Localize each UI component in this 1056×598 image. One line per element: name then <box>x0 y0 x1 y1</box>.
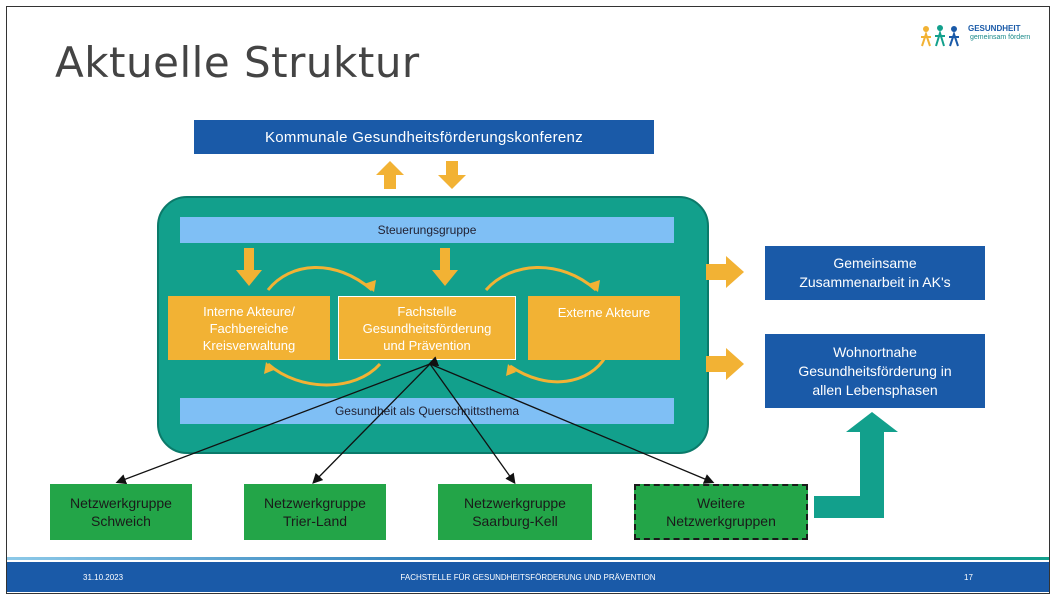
fachstelle-line-3: und Prävention <box>383 337 471 353</box>
kommunale-konferenz-box: Kommunale Gesundheitsförderungskonferenz <box>194 120 654 154</box>
nw1-line-2: Schweich <box>91 513 151 529</box>
nw3-line-2: Saarburg-Kell <box>472 513 558 529</box>
footer-accent-line <box>7 557 1049 560</box>
footer-date: 31.10.2023 <box>83 573 124 582</box>
nw4-line-1: Weitere <box>697 495 745 511</box>
netzwerkgruppe-trier-land: Netzwerkgruppe Trier-Land <box>244 484 386 540</box>
netzwerkgruppe-schweich: Netzwerkgruppe Schweich <box>50 484 192 540</box>
externe-akteure-box: Externe Akteure <box>528 296 680 360</box>
querschnittsthema-bar: Gesundheit als Querschnittsthema <box>180 398 674 424</box>
right2-line-1: Wohnortnahe <box>833 343 917 360</box>
zusammenarbeit-box: Gemeinsame Zusammenarbeit in AK's <box>765 246 985 300</box>
nw4-line-2: Netzwerkgruppen <box>666 513 776 529</box>
wohnortnahe-box: Wohnortnahe Gesundheitsförderung in alle… <box>765 334 985 408</box>
people-logo-icon <box>921 25 959 47</box>
netzwerkgruppe-saarburg-kell: Netzwerkgruppe Saarburg-Kell <box>438 484 592 540</box>
footer-center-text: FACHSTELLE FÜR GESUNDHEITSFÖRDERUNG UND … <box>400 573 656 582</box>
fachstelle-line-2: Gesundheitsförderung <box>362 320 492 336</box>
nw2-line-1: Netzwerkgruppe <box>264 495 366 511</box>
interne-line-2: Fachbereiche <box>209 320 289 336</box>
interne-akteure-box: Interne Akteure/ Fachbereiche Kreisverwa… <box>168 296 330 360</box>
weitere-netzwerkgruppen: Weitere Netzwerkgruppen <box>634 484 808 540</box>
footer-page-number: 17 <box>964 573 973 582</box>
interne-line-1: Interne Akteure/ <box>203 303 295 319</box>
right1-line-2: Zusammenarbeit in AK's <box>799 274 951 290</box>
right2-line-3: allen Lebensphasen <box>812 381 938 398</box>
logo-text-line1: GESUNDHEIT <box>968 24 1021 33</box>
slide-title: Aktuelle Struktur <box>55 38 420 87</box>
right2-line-2: Gesundheitsförderung in <box>798 362 952 379</box>
nw3-line-1: Netzwerkgruppe <box>464 495 566 511</box>
right1-line-1: Gemeinsame <box>833 255 917 271</box>
interne-line-3: Kreisverwaltung <box>202 337 296 353</box>
footer-bar: 31.10.2023 FACHSTELLE FÜR GESUNDHEITSFÖR… <box>7 562 1049 592</box>
fachstelle-line-1: Fachstelle <box>397 303 457 319</box>
logo-text-line2: gemeinsam fördern <box>970 34 1031 41</box>
nw2-line-2: Trier-Land <box>282 513 348 529</box>
nw1-line-1: Netzwerkgruppe <box>70 495 172 511</box>
logo: GESUNDHEIT gemeinsam fördern <box>918 24 1038 50</box>
steuerungsgruppe-bar: Steuerungsgruppe <box>180 217 674 243</box>
fachstelle-box: Fachstelle Gesundheitsförderung und Präv… <box>338 296 516 360</box>
